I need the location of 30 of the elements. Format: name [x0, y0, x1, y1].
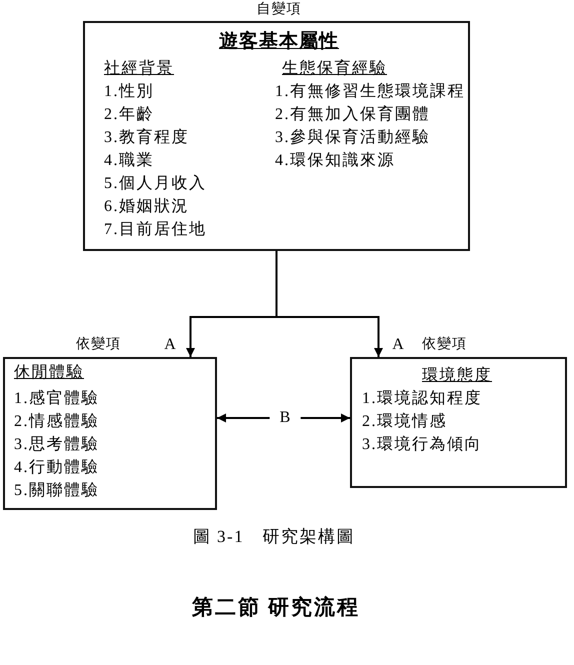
list-item: 3.環境行為傾向 — [362, 435, 482, 455]
box-title: 遊客基本屬性 — [219, 30, 339, 54]
list-item: 3.教育程度 — [104, 128, 189, 148]
heading-label: 依變項 — [76, 336, 121, 354]
list-item: 1.環境認知程度 — [362, 389, 482, 409]
list-item: 5.個人月收入 — [104, 174, 206, 194]
column-heading: 社經背景 — [104, 59, 174, 79]
list-item: 2.有無加入保育團體 — [275, 105, 430, 125]
list-item: 4.環保知識來源 — [275, 151, 395, 171]
list-item: 4.職業 — [104, 151, 154, 171]
list-item: 1.有無修習生態環境課程 — [275, 82, 465, 102]
box-title: 休閒體驗 — [14, 363, 84, 383]
heading-label: 自變項 — [256, 1, 302, 19]
list-item: 3.參與保育活動經驗 — [275, 128, 430, 148]
arrow — [276, 251, 383, 357]
list-item: 7.目前居住地 — [104, 220, 206, 240]
list-item: 5.關聯體驗 — [14, 481, 99, 501]
list-item: 2.年齡 — [104, 105, 154, 125]
box-title: 環境態度 — [422, 366, 492, 386]
figure-caption: 圖 3-1 研究架構圖 — [192, 527, 356, 547]
column-heading: 生態保育經驗 — [282, 59, 387, 79]
list-item: 1.性別 — [104, 82, 154, 102]
list-item: 2.環境情感 — [362, 412, 447, 432]
list-item: 3.思考體驗 — [14, 435, 99, 455]
list-item: 4.行動體驗 — [14, 458, 99, 478]
heading-label: 依變項 — [422, 336, 467, 354]
section-heading: 第二節 研究流程 — [192, 594, 360, 620]
list-item: 2.情感體驗 — [14, 412, 99, 432]
list-item: 1.感官體驗 — [14, 389, 99, 409]
list-item: 6.婚姻狀況 — [104, 197, 189, 217]
